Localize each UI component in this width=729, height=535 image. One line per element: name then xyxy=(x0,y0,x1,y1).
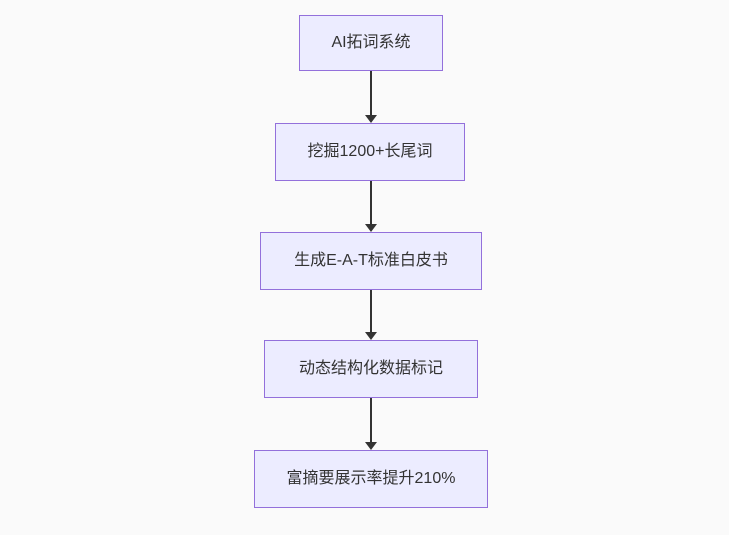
flow-node-longtail-mining: 挖掘1200+长尾词 xyxy=(275,123,465,181)
flow-node-label: 生成E-A-T标准白皮书 xyxy=(294,252,448,270)
flow-node-label: 富摘要展示率提升210% xyxy=(286,470,456,488)
arrowhead-down-icon xyxy=(365,332,377,340)
arrow-shaft xyxy=(370,290,372,333)
arrowhead-down-icon xyxy=(365,115,377,123)
arrow-shaft xyxy=(370,71,372,116)
flow-node-label: 挖掘1200+长尾词 xyxy=(307,143,433,161)
arrow-shaft xyxy=(370,398,372,443)
flow-arrow-1 xyxy=(364,71,378,123)
arrowhead-down-icon xyxy=(365,224,377,232)
flow-node-rich-snippet-result: 富摘要展示率提升210% xyxy=(254,450,488,508)
flow-node-ai-keyword-system: AI拓词系统 xyxy=(299,15,443,71)
arrowhead-down-icon xyxy=(365,442,377,450)
arrow-shaft xyxy=(370,181,372,225)
flow-node-label: 动态结构化数据标记 xyxy=(298,360,443,378)
flow-arrow-4 xyxy=(364,398,378,450)
flow-arrow-3 xyxy=(364,290,378,340)
flow-arrow-2 xyxy=(364,181,378,232)
flow-node-label: AI拓词系统 xyxy=(331,34,411,52)
flow-node-structured-data-markup: 动态结构化数据标记 xyxy=(264,340,478,398)
flow-node-eat-whitepaper: 生成E-A-T标准白皮书 xyxy=(260,232,482,290)
